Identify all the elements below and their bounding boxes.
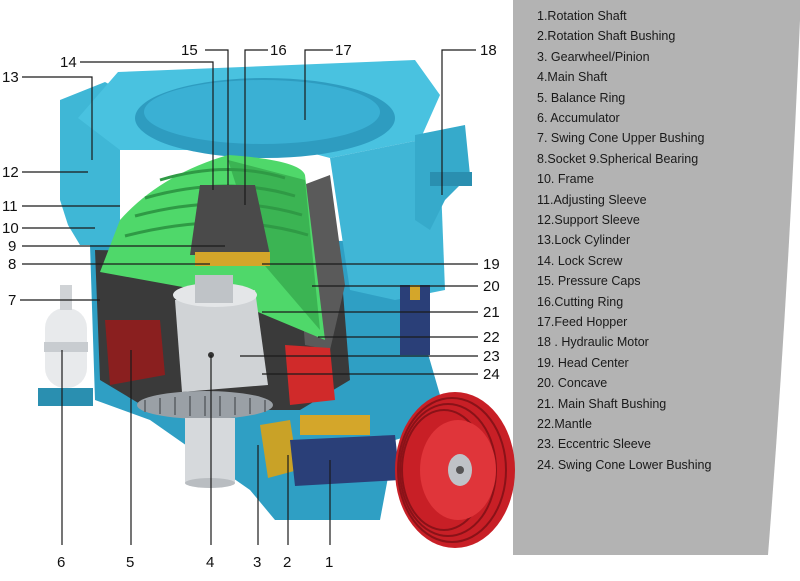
legend-item-14: 15. Pressure Caps [537,274,641,288]
callout-2: 2 [283,554,291,571]
callout-6: 6 [57,554,65,571]
feed-hopper-rim [144,80,380,144]
legend-item-21: 22.Mantle [537,417,592,431]
legend-item-20: 21. Main Shaft Bushing [537,397,666,411]
callout-3: 3 [253,554,261,571]
callout-21: 21 [483,304,500,321]
legend-item-3: 3. Gearwheel/Pinion [537,50,650,64]
callout-8: 8 [8,256,16,273]
callout-numbers: 1 2 3 4 5 6 7 8 9 10 11 12 13 14 15 16 1… [2,42,500,571]
balance-ring [105,320,165,385]
legend-item-18: 19. Head Center [537,356,629,370]
motor-bracket [430,172,472,186]
callout-14: 14 [60,54,77,71]
crusher-illustration [38,60,515,548]
callout-4: 4 [206,554,214,571]
callout-20: 20 [483,278,500,295]
legend-item-19: 20. Concave [537,376,607,390]
callout-9: 9 [8,238,16,255]
leader-lines [20,49,478,545]
legend-item-6: 6. Accumulator [537,111,620,125]
legend-item-17: 18 . Hydraulic Motor [537,335,649,349]
legend-item-8: 8.Socket 9.Spherical Bearing [537,152,698,166]
legend-item-1: 1.Rotation Shaft [537,9,627,23]
accumulator-band [44,342,88,352]
callout-12: 12 [2,164,19,181]
callout-11: 11 [2,198,18,215]
rotation-shaft [290,435,400,486]
legend-item-5: 5. Balance Ring [537,91,625,105]
legend-item-11: 12.Support Sleeve [537,213,640,227]
spherical-bearing [195,252,270,266]
legend-item-9: 10. Frame [537,172,594,186]
gear-teeth [144,396,266,416]
legend-item-10: 11.Adjusting Sleeve [537,193,647,207]
legend-item-4: 4.Main Shaft [537,70,608,84]
cylinder-inner [195,275,233,303]
callout-22: 22 [483,329,500,346]
callout-16: 16 [270,42,287,59]
callout-17: 17 [335,42,352,59]
callout-23: 23 [483,348,500,365]
eccentric-cylinder [175,290,268,392]
callout-13: 13 [2,69,19,86]
main-shaft-lower [185,418,235,483]
legend-item-2: 2.Rotation Shaft Bushing [537,29,675,43]
callout-24: 24 [483,366,500,383]
legend-item-13: 14. Lock Screw [537,254,623,268]
legend-item-12: 13.Lock Cylinder [537,233,630,247]
head-center [190,185,270,255]
callout-18: 18 [480,42,497,59]
legend-item-23: 24. Swing Cone Lower Bushing [537,458,711,472]
legend-panel [513,0,800,555]
accumulator-neck [60,285,72,310]
callout-1: 1 [325,554,333,571]
callout-15: 15 [181,42,198,59]
shaft-bushing [300,415,370,435]
legend-item-16: 17.Feed Hopper [537,315,627,329]
legend-item-22: 23. Eccentric Sleeve [537,437,651,451]
accumulator-base [38,388,93,406]
legend-item-15: 16.Cutting Ring [537,295,623,309]
legend-list: 1.Rotation Shaft 2.Rotation Shaft Bushin… [537,9,711,472]
callout-10: 10 [2,220,19,237]
callout-19: 19 [483,256,500,273]
callout-5: 5 [126,554,134,571]
callout-7: 7 [8,292,16,309]
main-shaft-bottom [185,478,235,488]
eccentric-sleeve [285,345,335,405]
legend-item-7: 7. Swing Cone Upper Bushing [537,131,705,145]
